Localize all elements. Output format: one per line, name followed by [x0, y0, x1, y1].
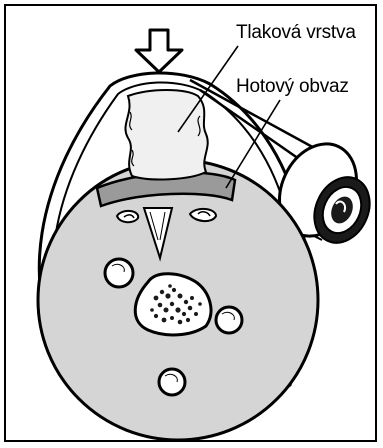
label-pressure-layer: Tlaková vrstva [236, 22, 356, 44]
bone [135, 274, 211, 335]
down-arrow-icon [136, 30, 182, 72]
label-dressing: Hotový obvaz [236, 76, 349, 98]
pressure-pad [125, 90, 207, 179]
